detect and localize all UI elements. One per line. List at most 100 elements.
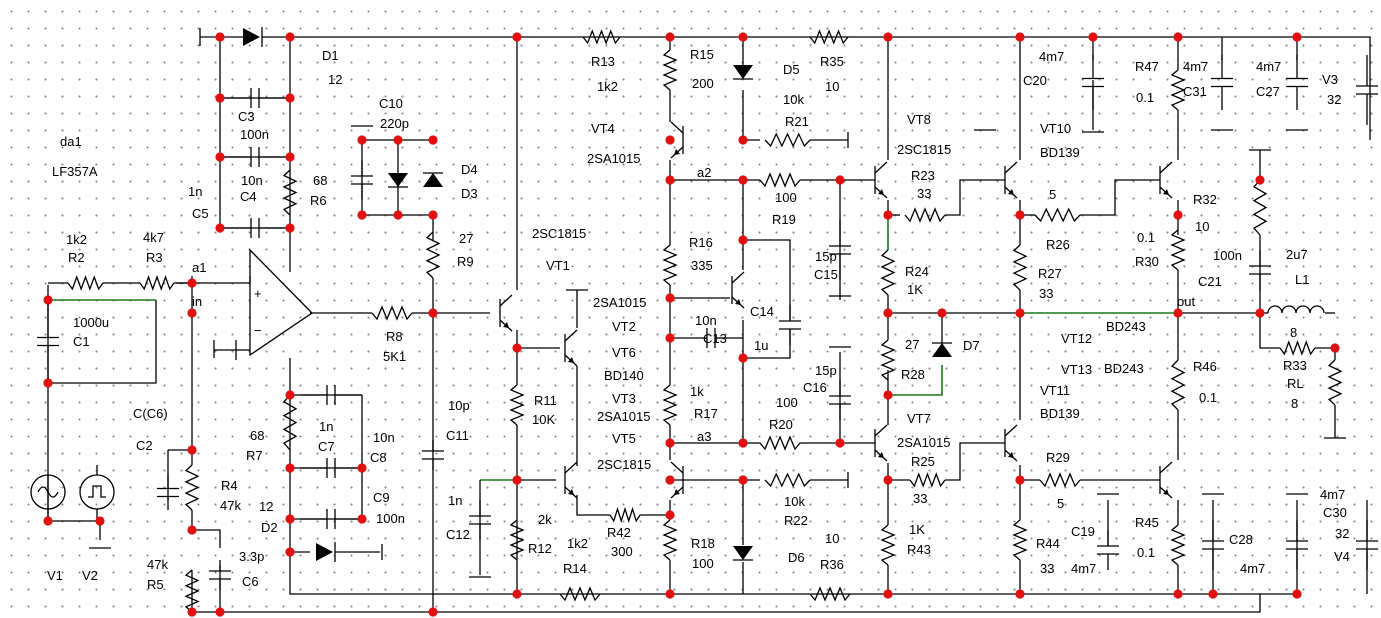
wire: [192, 594, 1261, 613]
junction-dot: [187, 308, 197, 318]
label-v4: V4: [1334, 549, 1350, 564]
resistor-body: [67, 275, 104, 291]
collector-lead: [874, 161, 888, 174]
resistor-body: [425, 231, 441, 279]
capacitor-c21: [1249, 250, 1271, 290]
emitter-arrow: [735, 299, 741, 305]
label-vt12: VT12: [1061, 331, 1092, 346]
label-r13-val: 1k2: [597, 79, 618, 94]
resistor-r16: [662, 244, 678, 286]
label-r32-val: 10: [1195, 219, 1209, 234]
transistor-vt10: [1004, 161, 1018, 199]
resistor-r45: [1170, 524, 1186, 566]
resistor-r19: [759, 172, 801, 188]
label-c27: C27: [1256, 84, 1280, 99]
resistor-rl: [1327, 359, 1343, 406]
junction-dot: [512, 343, 522, 353]
junction-dot: [215, 93, 225, 103]
resistor-r25: [909, 472, 946, 488]
collector-lead: [499, 294, 513, 307]
wire: [945, 179, 1005, 216]
junction-dot: [215, 607, 225, 617]
resistor-body: [809, 29, 849, 45]
resistor-r4: [184, 464, 200, 511]
emitter-arrow: [568, 489, 574, 495]
resistor-body: [764, 132, 811, 148]
capacitor-c6: [209, 560, 231, 590]
junction-dot: [187, 445, 197, 455]
label-c11-val: 10p: [448, 398, 470, 413]
label-c8-val: 10n: [373, 430, 395, 445]
resistor-body: [184, 569, 200, 613]
capacitor-c19: [1097, 530, 1119, 570]
label-l1-val: 2u7: [1286, 247, 1308, 262]
label-r27: R27: [1038, 266, 1062, 281]
capacitor-c15: [829, 220, 851, 280]
label-d1-val: 12: [328, 72, 342, 87]
label-r20: R20: [769, 417, 793, 432]
label-r15: R15: [690, 47, 714, 62]
label-c6: C6: [242, 574, 259, 589]
label-c19-val: 4m7: [1071, 561, 1096, 576]
junction-dot: [1255, 175, 1265, 185]
junction-dot: [1015, 32, 1025, 42]
junction-dot: [393, 210, 403, 220]
junction-dot: [665, 293, 675, 303]
label-r15-val: 200: [692, 76, 714, 91]
label-r47: R47: [1135, 59, 1159, 74]
wire: [192, 529, 221, 548]
resistor-r2: [67, 275, 104, 291]
resistor-r28: [880, 339, 896, 381]
collector-lead: [1004, 424, 1018, 437]
resistor-body: [282, 169, 298, 216]
junction-dot: [665, 333, 675, 343]
label-c8: C8: [370, 450, 387, 465]
label-d5-val: 10k: [783, 92, 804, 107]
junction-dot: [1015, 475, 1025, 485]
resistor-r43: [880, 524, 896, 566]
capacitor-c4: [220, 147, 290, 167]
label-vt6-type: BD140: [604, 368, 644, 383]
label-vt13: VT13: [1061, 362, 1092, 377]
junction-dot: [215, 223, 225, 233]
collector-lead: [1159, 161, 1173, 174]
diode-body: [733, 65, 753, 79]
label-c1-val: 1000u: [73, 315, 109, 330]
label-r7: R7: [246, 448, 263, 463]
label-r18: R18: [691, 536, 715, 551]
label-r16-val: 335: [691, 258, 713, 273]
resistor-r22: [764, 472, 811, 488]
junction-dot: [357, 463, 367, 473]
resistor-body: [282, 394, 298, 451]
label-a3: a3: [697, 429, 711, 444]
junction-dot: [357, 514, 367, 524]
label-c6-expr: C(C6): [133, 406, 168, 421]
label-vt6: VT6: [612, 345, 636, 360]
label-r3: R3: [146, 250, 163, 265]
resistor-body: [1170, 359, 1186, 411]
transistor-vt12: [1159, 161, 1173, 199]
junction-dot: [665, 475, 675, 485]
label-c20: C20: [1023, 73, 1047, 88]
label-c30: C30: [1323, 505, 1347, 520]
emitter-arrow: [878, 452, 884, 458]
collector-lead: [670, 121, 684, 134]
led-d6: [733, 546, 753, 561]
capacitor-c2: [157, 475, 179, 510]
label-r11: R11: [534, 393, 557, 408]
label-vt10-type: BD139: [1040, 145, 1080, 160]
capacitor-c1: [37, 300, 59, 383]
resistor-body: [662, 384, 678, 426]
diode-body: [733, 546, 753, 560]
emitter-arrow: [1163, 489, 1169, 495]
collector-lead: [564, 329, 578, 342]
wire: [262, 36, 1371, 140]
junction-dot: [285, 463, 295, 473]
resistor-body: [582, 29, 621, 45]
emitter-arrow: [674, 149, 680, 155]
wire: [48, 300, 157, 384]
transistor-vt3: [670, 461, 684, 499]
resistor-body: [559, 586, 601, 602]
label-r28: R28: [901, 367, 925, 382]
label-c31: C31: [1183, 84, 1207, 99]
